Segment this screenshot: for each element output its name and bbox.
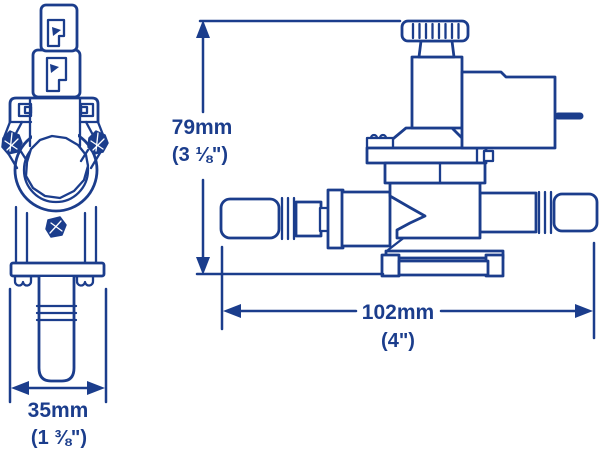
- outlet-spout: [37, 277, 76, 383]
- valve-tower: [410, 55, 464, 130]
- length-arrow-left: [223, 304, 241, 318]
- width-imperial-label: (1 ⅜"): [31, 427, 87, 449]
- valve-body: [388, 181, 482, 240]
- height-arrow-up: [196, 20, 210, 38]
- side-view: [219, 19, 599, 278]
- base-foot-left: [13, 275, 33, 287]
- height-arrow-down: [196, 257, 210, 275]
- inlet-barb-ridges: [280, 196, 296, 241]
- width-arrow-right: [87, 381, 105, 395]
- bonnet: [380, 126, 474, 150]
- spout-ridges: [35, 304, 78, 322]
- clamp-arm-left: [1, 120, 29, 170]
- width-dimension: 35mm (1 ⅜"): [8, 287, 108, 449]
- outlet-barrel: [478, 191, 538, 234]
- terminal-upper: [39, 3, 79, 53]
- mid-block: [383, 161, 487, 185]
- length-imperial-label: (4"): [381, 330, 415, 352]
- height-imperial-label: (3 ⅛"): [172, 144, 228, 166]
- height-metric-label: 79mm: [172, 116, 233, 139]
- knob-stem: [417, 39, 456, 59]
- flange-tab: [482, 149, 495, 163]
- bracket-lower-plate: [397, 259, 490, 277]
- height-dimension: 79mm (3 ⅛"): [172, 19, 402, 276]
- inlet-barb-tip: [219, 197, 281, 240]
- terminal-lower-tab: [45, 56, 68, 93]
- housing-detail-right-inner: [79, 105, 89, 115]
- wing-screw-left: [1, 130, 23, 155]
- inlet-collar: [294, 200, 323, 238]
- length-dimension: 102mm (4"): [220, 241, 596, 352]
- leg-lines: [14, 205, 98, 265]
- outlet-barb-tip: [552, 192, 599, 233]
- knob-knurling: [411, 22, 460, 40]
- bracket-foot-left: [380, 253, 401, 278]
- length-arrow-right: [575, 304, 593, 318]
- base-foot-right: [75, 275, 95, 287]
- wing-screw-right: [87, 130, 109, 155]
- terminal-upper-tab: [46, 18, 66, 48]
- flange-band: [365, 146, 488, 165]
- outlet-barb-ridges: [537, 190, 553, 235]
- width-metric-label: 35mm: [28, 399, 89, 422]
- terminal-upper-mark: [52, 27, 61, 36]
- bonnet-ear-left: [365, 136, 395, 150]
- housing-detail-left-inner: [23, 105, 33, 115]
- terminal-lower-mark: [50, 64, 59, 73]
- base-plate: [9, 261, 106, 278]
- clamp-arm-right: [79, 120, 107, 170]
- width-arrow-left: [11, 381, 29, 395]
- front-view: [1, 3, 109, 383]
- clamp-screw: [45, 216, 67, 238]
- inlet-barrel: [340, 190, 392, 248]
- bonnet-ear-left-bumps: [369, 133, 388, 140]
- solenoid-coil: [460, 70, 557, 150]
- hose-section: [24, 134, 90, 200]
- length-metric-label: 102mm: [362, 301, 434, 324]
